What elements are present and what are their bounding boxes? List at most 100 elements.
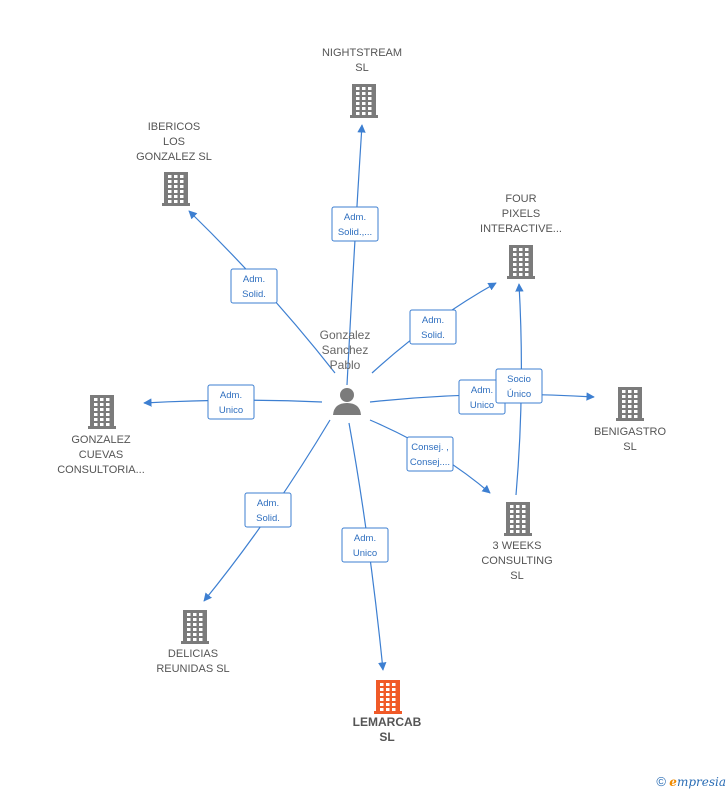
company-label-delicias-line: DELICIAS	[168, 648, 218, 660]
edge-label-person-to-benigastro[interactable]: Adm. Unico	[458, 379, 506, 415]
building-icon-ibericos[interactable]	[162, 172, 190, 206]
building-window	[362, 107, 366, 110]
edge-label-text: Socio	[507, 374, 531, 385]
company-label-four-pixels-line: FOUR	[505, 193, 536, 205]
building-window	[525, 263, 529, 266]
building-window	[368, 92, 372, 95]
building-window	[386, 693, 390, 696]
edge-label-text: Único	[507, 389, 531, 400]
building-window	[168, 200, 172, 203]
building-window	[622, 415, 626, 418]
building-window	[519, 263, 523, 266]
edge-label-box	[409, 309, 457, 345]
building-window	[386, 688, 390, 691]
building-window	[193, 633, 197, 636]
company-label-delicias-line: REUNIDAS SL	[156, 663, 229, 675]
building-base	[162, 203, 190, 206]
building-window	[100, 403, 104, 406]
edge-label-text: Adm.	[257, 498, 279, 509]
building-window	[628, 415, 632, 418]
building-window	[525, 273, 529, 276]
building-window	[510, 530, 514, 533]
building-window	[94, 403, 98, 406]
edge-label-text: Adm.	[243, 274, 265, 285]
person-icon[interactable]	[333, 388, 361, 415]
building-window	[94, 418, 98, 421]
person-label-line: Sanchez	[322, 343, 369, 357]
edge-label-text: Unico	[470, 400, 494, 411]
building-window	[168, 195, 172, 198]
building-window	[522, 510, 526, 513]
building-window	[522, 505, 526, 508]
building-window	[100, 413, 104, 416]
company-label-gonzalez-cuevas-line: CONSULTORIA...	[57, 464, 145, 476]
building-window	[187, 613, 191, 616]
building-window	[106, 398, 110, 401]
company-label-ibericos-line: GONZALEZ SL	[136, 151, 212, 163]
company-label-3-weeks-line: SL	[510, 570, 523, 582]
building-window	[356, 107, 360, 110]
building-window	[513, 258, 517, 261]
edge-label-text: Unico	[219, 405, 243, 416]
company-label-lemarcab-line: LEMARCAB	[353, 715, 422, 729]
edge-label-person-to-3-weeks[interactable]: Consej. , Consej....	[406, 436, 454, 472]
building-window	[525, 253, 529, 256]
building-window	[519, 253, 523, 256]
building-icon-nightstream[interactable]	[350, 84, 378, 118]
building-window	[628, 405, 632, 408]
building-icon-3-weeks[interactable]	[504, 502, 532, 536]
building-window	[516, 520, 520, 523]
building-base	[181, 641, 209, 644]
building-window	[368, 87, 372, 90]
building-window	[199, 618, 203, 621]
edge-label-text: Adm.	[471, 385, 493, 396]
building-icon-gonzalez-cuevas[interactable]	[88, 395, 116, 429]
edge-label-text: Consej. ,	[411, 442, 449, 453]
edge-label-person-to-gonzalez-cuevas[interactable]: Adm.Unico	[207, 384, 255, 420]
edge-label-person-to-ibericos[interactable]: Adm.Solid.	[230, 268, 278, 304]
building-window	[392, 693, 396, 696]
edge-label-text: Adm.	[354, 533, 376, 544]
edge-label-person-to-delicias[interactable]: Adm. Solid.	[244, 492, 292, 528]
building-window	[180, 180, 184, 183]
edge-label-text: Solid.,...	[338, 227, 372, 238]
edge-label-person-to-lemarcab[interactable]: Adm.Unico	[341, 527, 389, 563]
building-window	[628, 390, 632, 393]
person-body	[333, 403, 361, 415]
building-icon-benigastro[interactable]	[616, 387, 644, 421]
building-window	[386, 703, 390, 706]
building-window	[510, 520, 514, 523]
building-window	[368, 102, 372, 105]
edge-label-box	[495, 368, 543, 404]
building-window	[513, 263, 517, 266]
building-window	[622, 395, 626, 398]
edge-label-text: Solid.	[421, 330, 445, 341]
building-window	[386, 683, 390, 686]
building-icon-delicias[interactable]	[181, 610, 209, 644]
building-window	[380, 698, 384, 701]
building-icon-four-pixels[interactable]	[507, 245, 535, 279]
building-icon-lemarcab[interactable]	[374, 680, 402, 714]
building-window	[634, 410, 638, 413]
building-window	[199, 638, 203, 641]
edge-label-person-to-four-pixels[interactable]: Adm.Solid.	[409, 309, 457, 345]
company-label-delicias: DELICIAS REUNIDAS SL	[156, 648, 229, 675]
building-window	[516, 515, 520, 518]
building-window	[180, 185, 184, 188]
building-window	[193, 623, 197, 626]
building-window	[356, 112, 360, 115]
company-label-nightstream-line: NIGHTSTREAM	[322, 47, 402, 59]
building-window	[187, 618, 191, 621]
edge-label-person-to-nightstream[interactable]: Adm.Solid.,...	[331, 206, 379, 242]
edge-label-text: Consej....	[410, 457, 450, 468]
building-window	[634, 395, 638, 398]
building-window	[100, 408, 104, 411]
building-window	[510, 525, 514, 528]
edge-label-text: Solid.	[256, 513, 280, 524]
building-window	[187, 638, 191, 641]
building-window	[380, 708, 384, 711]
